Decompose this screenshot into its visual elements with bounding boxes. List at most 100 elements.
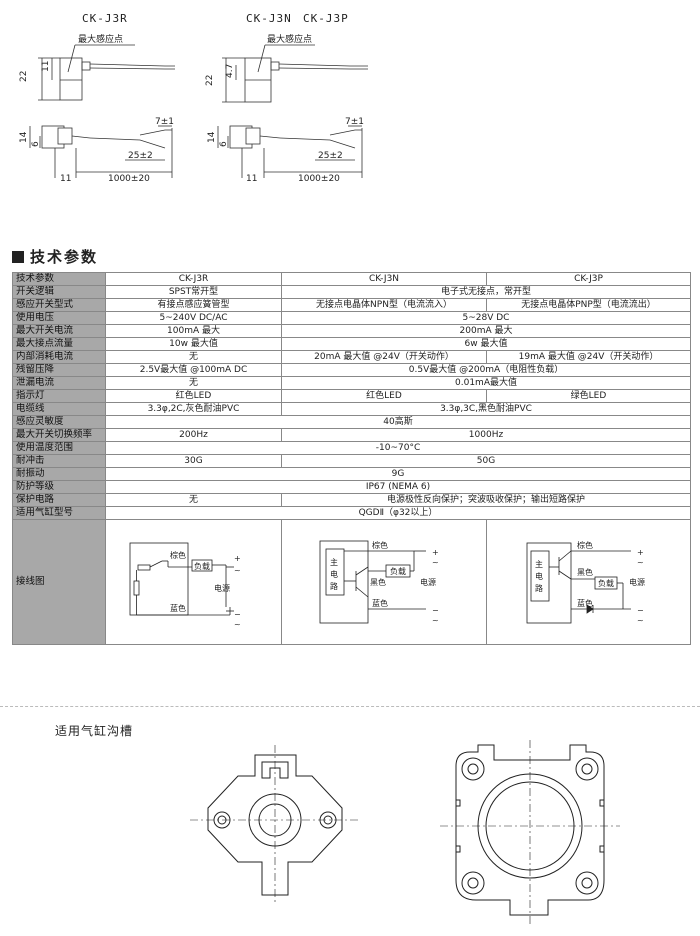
cell-j3np: 3.3φ,3C,黑色耐油PVC <box>281 402 691 416</box>
wiring-cell-j3n: 棕色 主 电 路 负载 黑色 蓝色 + ~ 电源 − ~ <box>281 519 487 645</box>
cell-j3p: 19mA 最大值 @24V（开关动作） <box>486 350 691 364</box>
table-row: 最大开关切换频率 200Hz 1000Hz <box>12 428 691 442</box>
cell-j3np: 电子式无接点，常开型 <box>281 285 691 299</box>
svg-text:−: − <box>234 610 241 619</box>
cell-j3r: 无 <box>105 493 282 507</box>
svg-text:路: 路 <box>330 581 338 591</box>
svg-text:11: 11 <box>60 174 71 184</box>
table-row: 指示灯 红色LED 红色LED 绿色LED <box>12 389 691 403</box>
svg-text:棕色: 棕色 <box>170 550 186 560</box>
wiring-cell-j3r: 棕色 负载 蓝色 + ~ 电源 − ~ <box>105 519 282 645</box>
cell-j3r: SPST常开型 <box>105 285 282 299</box>
svg-text:棕色: 棕色 <box>372 540 388 550</box>
table-row: 感应灵敏度 40高斯 <box>12 415 691 429</box>
cell-j3np: 1000Hz <box>281 428 691 442</box>
table-row: 感应开关型式 有接点感应簧管型 无接点电晶体NPN型（电流流入） 无接点电晶体P… <box>12 298 691 312</box>
svg-text:7±1: 7±1 <box>345 117 364 127</box>
svg-text:黑色: 黑色 <box>577 567 593 577</box>
cell-j3r: 5~240V DC/AC <box>105 311 282 325</box>
model-label-j3n: CK-J3N <box>246 12 292 25</box>
cell-j3n: 无接点电晶体NPN型（电流流入） <box>281 298 487 312</box>
max-sense-label-left: 最大感应点 <box>78 33 123 45</box>
row-label: 最大开关切换频率 <box>12 428 106 442</box>
wiring-diagram-j3r: 棕色 负载 蓝色 + ~ 电源 − ~ <box>129 542 241 629</box>
svg-text:14: 14 <box>19 131 29 143</box>
table-row: 最大接点流量 10w 最大值 6w 最大值 <box>12 337 691 351</box>
table-row: 残留压降 2.5V最大值 @100mA DC 0.5V最大值 @200mA（电阻… <box>12 363 691 377</box>
row-label: 感应开关型式 <box>12 298 106 312</box>
groove-left-profile <box>190 745 360 905</box>
section-title: 技术参数 <box>12 246 98 267</box>
svg-text:负载: 负载 <box>194 561 210 571</box>
wiring-diagram-j3n: 棕色 主 电 路 负载 黑色 蓝色 + ~ 电源 − ~ <box>319 540 439 625</box>
svg-text:电: 电 <box>330 569 338 579</box>
cell-j3n: 红色LED <box>281 389 487 403</box>
svg-text:电源: 电源 <box>214 583 230 593</box>
cell-j3r: 200Hz <box>105 428 282 442</box>
row-label: 开关逻辑 <box>12 285 106 299</box>
svg-text:1000±20: 1000±20 <box>108 174 150 184</box>
cell-j3np: 0.01mA最大值 <box>281 376 691 390</box>
cell-j3p: 无接点电晶体PNP型（电流流出） <box>486 298 691 312</box>
cell-all: 40高斯 <box>105 415 691 429</box>
svg-text:−: − <box>637 606 644 615</box>
svg-text:棕色: 棕色 <box>577 540 593 550</box>
svg-text:−: − <box>432 606 439 615</box>
cell-j3np: 0.5V最大值 @200mA（电阻性负载） <box>281 363 691 377</box>
svg-text:电源: 电源 <box>420 577 436 587</box>
dimension-drawings: 最大感应点 最大感应点 22 11 22 4.7 14 6 14 6 7±1 7… <box>19 33 368 184</box>
svg-text:22: 22 <box>205 75 215 86</box>
cell-j3r: 30G <box>105 454 282 468</box>
model-label-j3r: CK-J3R <box>82 12 128 25</box>
col-header-j3r: CK-J3R <box>105 272 282 286</box>
table-row: 适用气缸型号 QGDⅡ（φ32以上） <box>12 506 691 520</box>
max-sense-label-mid: 最大感应点 <box>267 33 312 45</box>
cell-j3r: 无 <box>105 350 282 364</box>
col-header-j3p: CK-J3P <box>486 272 691 286</box>
section-title-text: 技术参数 <box>30 248 99 266</box>
row-label: 技术参数 <box>12 272 106 286</box>
svg-text:1000±20: 1000±20 <box>298 174 340 184</box>
model-label-j3p: CK-J3P <box>303 12 349 25</box>
groove-drawings <box>190 740 620 925</box>
cell-j3r: 无 <box>105 376 282 390</box>
row-label: 防护等级 <box>12 480 106 494</box>
row-label: 使用电压 <box>12 311 106 325</box>
svg-text:+: + <box>432 548 439 557</box>
table-row: 耐冲击 30G 50G <box>12 454 691 468</box>
cell-all: -10~70°C <box>105 441 691 455</box>
svg-text:25±2: 25±2 <box>318 151 343 161</box>
svg-text:4.7: 4.7 <box>225 64 235 78</box>
row-label: 耐振动 <box>12 467 106 481</box>
svg-text:负载: 负载 <box>598 578 614 588</box>
row-label: 耐冲击 <box>12 454 106 468</box>
svg-text:电源: 电源 <box>629 577 645 587</box>
table-row: 电缆线 3.3φ,2C,灰色耐油PVC 3.3φ,3C,黑色耐油PVC <box>12 402 691 416</box>
table-row: 使用温度范围 -10~70°C <box>12 441 691 455</box>
table-row: 最大开关电流 100mA 最大 200mA 最大 <box>12 324 691 338</box>
svg-text:+: + <box>234 554 241 563</box>
row-label: 泄漏电流 <box>12 376 106 390</box>
svg-text:11: 11 <box>246 174 257 184</box>
table-row: 耐振动 9G <box>12 467 691 481</box>
spec-table: 技术参数 CK-J3R CK-J3N CK-J3P 开关逻辑 SPST常开型 电… <box>12 272 691 645</box>
svg-text:蓝色: 蓝色 <box>170 603 186 613</box>
svg-text:~: ~ <box>637 616 644 625</box>
row-label: 保护电路 <box>12 493 106 507</box>
row-label: 接线图 <box>12 519 106 645</box>
svg-text:6: 6 <box>31 141 41 147</box>
svg-text:主: 主 <box>535 559 543 569</box>
groove-title: 适用气缸沟槽 <box>55 724 134 738</box>
svg-text:蓝色: 蓝色 <box>577 598 593 608</box>
svg-text:~: ~ <box>234 566 241 575</box>
table-row: 开关逻辑 SPST常开型 电子式无接点，常开型 <box>12 285 691 299</box>
svg-text:~: ~ <box>432 558 439 567</box>
row-label: 最大开关电流 <box>12 324 106 338</box>
svg-text:负载: 负载 <box>390 566 406 576</box>
svg-text:25±2: 25±2 <box>128 151 153 161</box>
table-row: 使用电压 5~240V DC/AC 5~28V DC <box>12 311 691 325</box>
sensor-body-j3r <box>59 57 83 101</box>
table-row: 内部消耗电流 无 20mA 最大值 @24V（开关动作） 19mA 最大值 @2… <box>12 350 691 364</box>
cell-all: 9G <box>105 467 691 481</box>
divider <box>0 706 700 707</box>
